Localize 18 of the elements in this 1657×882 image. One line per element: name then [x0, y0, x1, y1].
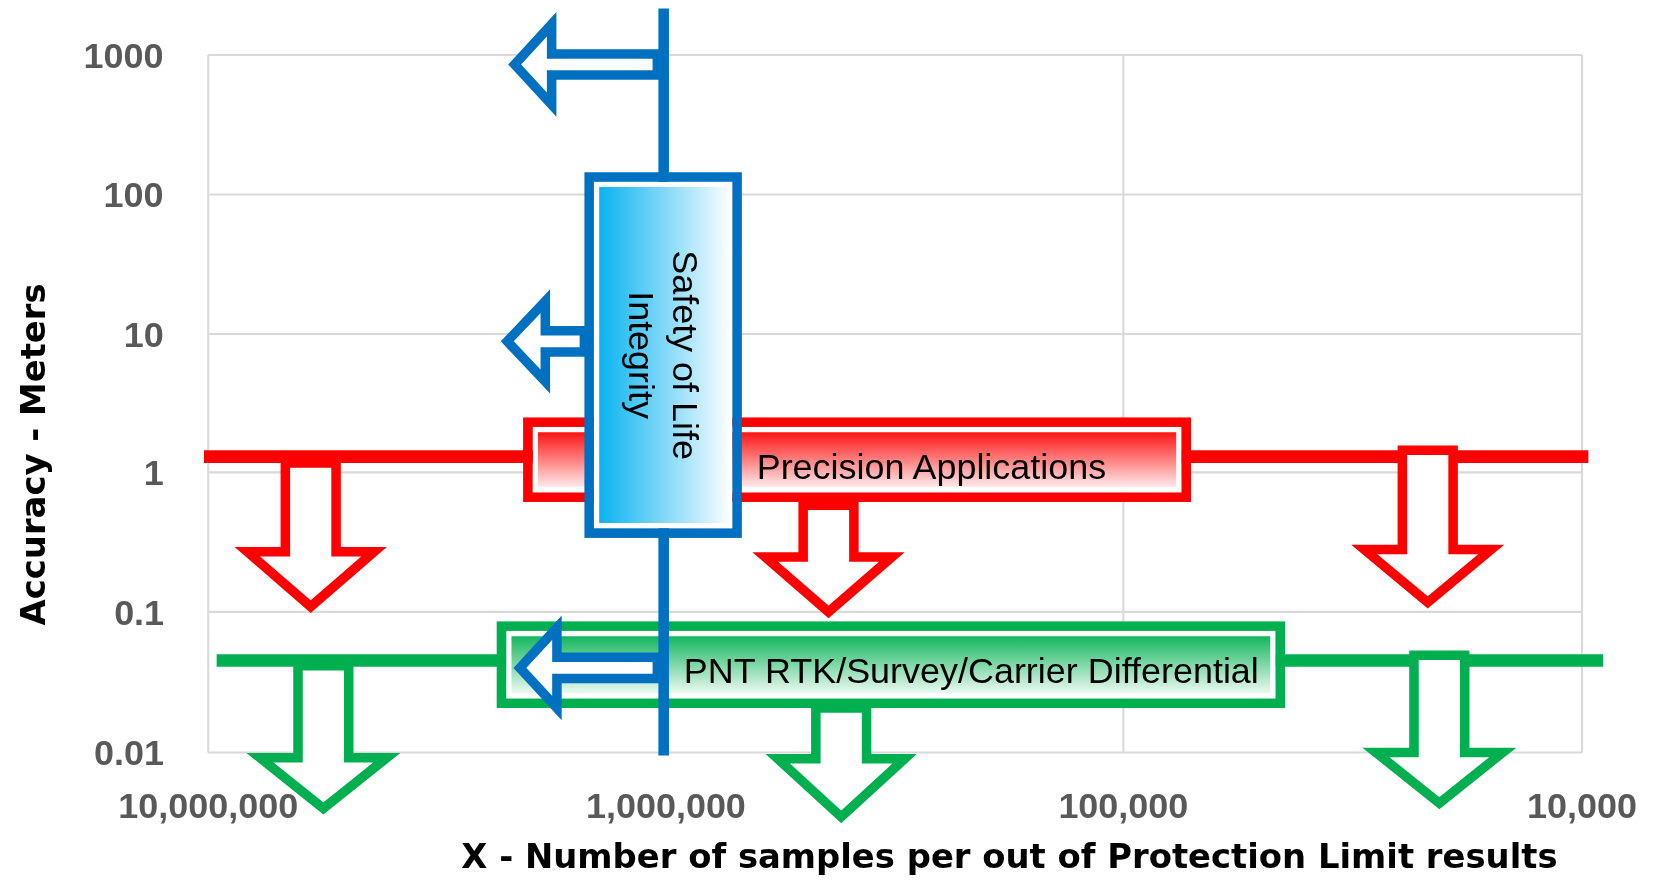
axis-tick-label: 100: [103, 173, 164, 216]
box-label: Precision Applications: [756, 445, 1107, 488]
axis-tick-label: 1,000,000: [586, 784, 746, 826]
axis-tick-label: 0.01: [94, 731, 164, 774]
category-box: [584, 172, 742, 538]
axis-tick-label: 1: [143, 451, 164, 493]
category-box: [496, 621, 1286, 709]
box-label: Safety of Life Integrity: [619, 249, 707, 462]
axis-tick-label: 10: [123, 313, 164, 355]
axis-tick-label: 10,000,000: [118, 784, 299, 826]
axis-tick-label: 0.1: [114, 591, 165, 633]
axis-title: Accuracy - Meters: [13, 283, 54, 626]
axis-tick-label: 100,000: [1058, 784, 1189, 826]
axis-tick-label: 10,000: [1527, 784, 1637, 826]
axis-tick-label: 1000: [83, 34, 164, 76]
axis-title: X - Number of samples per out of Protection Limit results: [461, 835, 1558, 877]
box-label: PNT RTK/Survey/Carrier Differential: [683, 649, 1259, 692]
block-arrow: [752, 500, 905, 619]
